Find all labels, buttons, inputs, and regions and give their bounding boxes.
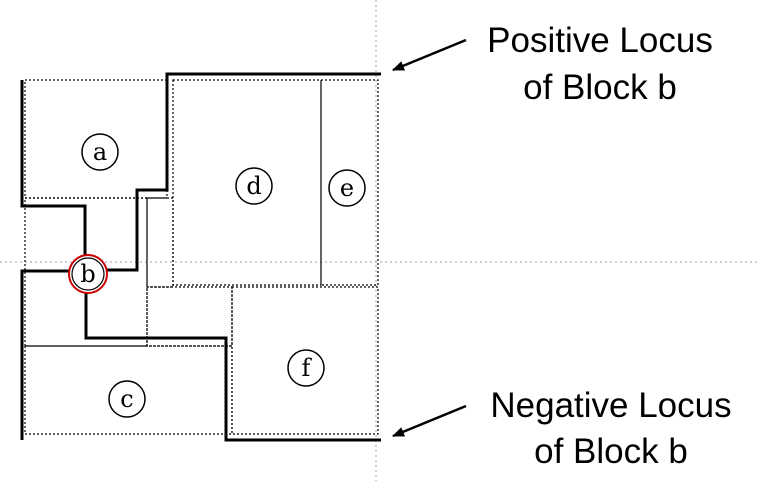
loci: [20, 72, 381, 442]
block-label-e: e: [328, 169, 366, 207]
block-label-a-text: a: [93, 138, 107, 166]
block-label-d-text: d: [246, 172, 261, 200]
negative-locus-label-line2: of Block b: [534, 432, 688, 471]
block-label-e-circle: [328, 169, 366, 207]
block-f-outline: [231, 286, 379, 435]
block-label-f: f: [287, 349, 325, 387]
block-e-outline: [320, 79, 379, 286]
block-d-outline: [172, 79, 322, 286]
annotations: Positive Locus of Block b Negative Locus…: [487, 21, 731, 471]
positive-locus-label-line2: of Block b: [523, 68, 677, 107]
negative-locus-arrow: [392, 404, 467, 438]
block-label-a-circle: [81, 133, 119, 171]
block-labels: a b c d e f: [68, 133, 366, 418]
negative-locus-label-line1: Negative Locus: [490, 386, 731, 425]
block-label-b-circle: [68, 254, 108, 294]
block-label-a: a: [81, 133, 119, 171]
block-label-b: b: [68, 254, 108, 294]
negative-locus-line: [20, 269, 381, 442]
block-label-d-circle: [235, 167, 273, 205]
block-label-c-circle: [108, 380, 146, 418]
block-label-f-text: f: [302, 354, 313, 382]
positive-locus-line: [20, 72, 381, 272]
block-label-f-circle: [287, 349, 325, 387]
block-label-c-text: c: [120, 385, 133, 413]
block-label-b-text: b: [80, 260, 95, 288]
annotation-arrows: [392, 38, 467, 438]
positive-locus-arrow: [392, 38, 467, 72]
block-c-outline: [24, 345, 233, 435]
positive-locus-label-line1: Positive Locus: [487, 21, 713, 60]
block-filler-outline: [146, 197, 174, 288]
block-label-d: d: [235, 167, 273, 205]
block-label-b-inner-circle: [71, 257, 105, 291]
block-label-e-text: e: [340, 174, 354, 202]
block-label-c: c: [108, 380, 146, 418]
